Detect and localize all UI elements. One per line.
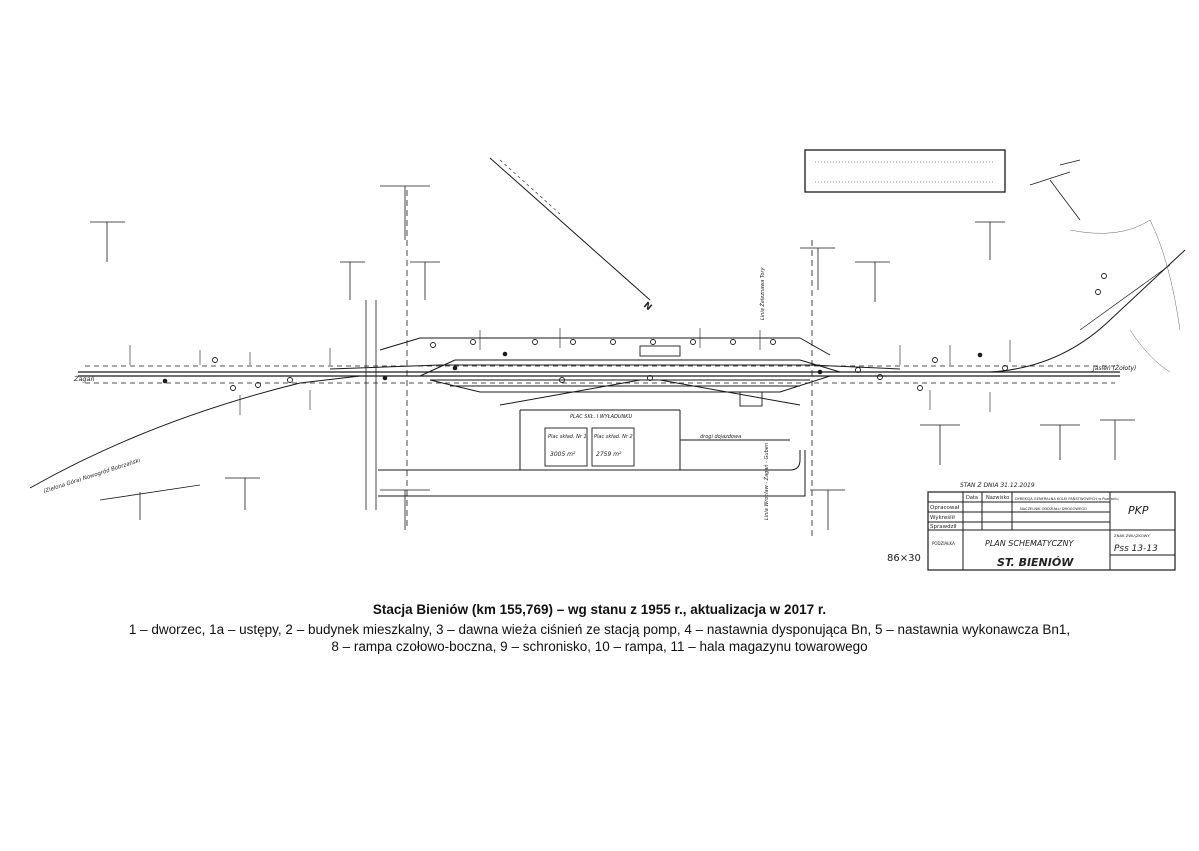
title-block-data-header: Data (966, 495, 978, 501)
title-block-pkp: PKP (1128, 504, 1149, 517)
north-label: N (641, 301, 653, 314)
status-date: STAN Z DNIA 31.12.2019 (960, 482, 1035, 489)
title-block-chief: NACZELNIK ODDZIAŁU DROGOWEGO (1020, 507, 1087, 511)
warehouse-building (739, 391, 763, 407)
title-block-directorate: DYREKCJA GENERALNA KOLEI PAŃSTWOWYCH w P… (1015, 496, 1118, 501)
right-town-label: Jasień (Żołoty) (1092, 365, 1136, 372)
title-block-scale: PODZIAŁKA (932, 541, 955, 546)
title-block-sheet: Pss 13-13 (1114, 544, 1158, 554)
storage-yard-2 (591, 427, 635, 467)
title-block-prepared: Opracował (930, 505, 960, 511)
title-block-name-header: Nazwisko (986, 495, 1009, 501)
north-arrow (489, 157, 651, 301)
storage-yard-2-title: Plac skład. Nr 2 (594, 434, 633, 440)
storage-yard-1-title: Plac skład. Nr 1 (548, 434, 587, 440)
line-label-up: Linia Żeleznawa Tory (759, 266, 766, 320)
caption-legend-line-1: 1 – dworzec, 1a – ustępy, 2 – budynek mi… (128, 622, 1071, 637)
road-label: drogi dojazdowa (700, 434, 741, 440)
left-town-label: Żagań (73, 374, 95, 383)
title-block-drawn: Wykreślił (930, 514, 955, 521)
caption-legend-line-2: 8 – rampa czołowo-boczna, 9 – schronisko… (331, 639, 868, 654)
scale-note: 86×30 (887, 553, 921, 564)
left-branch-label: (Zielona Góra) Nowogród Bobrzański (42, 457, 141, 495)
title-block-checked: Sprawdził (930, 524, 957, 530)
title-block-station: ST. BIENIÓW (997, 556, 1074, 569)
storage-yard-1-area: 3005 m² (550, 451, 576, 458)
title-block-plan: PLAN SCHEMATYCZNY (985, 539, 1074, 548)
caption-title: Stacja Bieniów (km 155,769) – wg stanu z… (372, 602, 827, 617)
storage-yard-1 (544, 427, 588, 467)
storage-yard-2-area: 2759 m² (596, 451, 622, 458)
station-schematic-plan: Żagań Jasień (Żołoty) (Zielona Góra) Now… (29, 149, 1186, 571)
station-building (639, 345, 681, 357)
title-block-emblem-label: ZNAK ZWIĄZKOWY (1114, 533, 1150, 538)
title-block (927, 491, 1176, 571)
approval-stamp-box (804, 149, 1006, 193)
line-label-down: Linia Wrocław - Żagań - Guben (763, 443, 770, 520)
yard-label: PLAC SKŁ. I WYŁADUNKU (570, 414, 632, 420)
